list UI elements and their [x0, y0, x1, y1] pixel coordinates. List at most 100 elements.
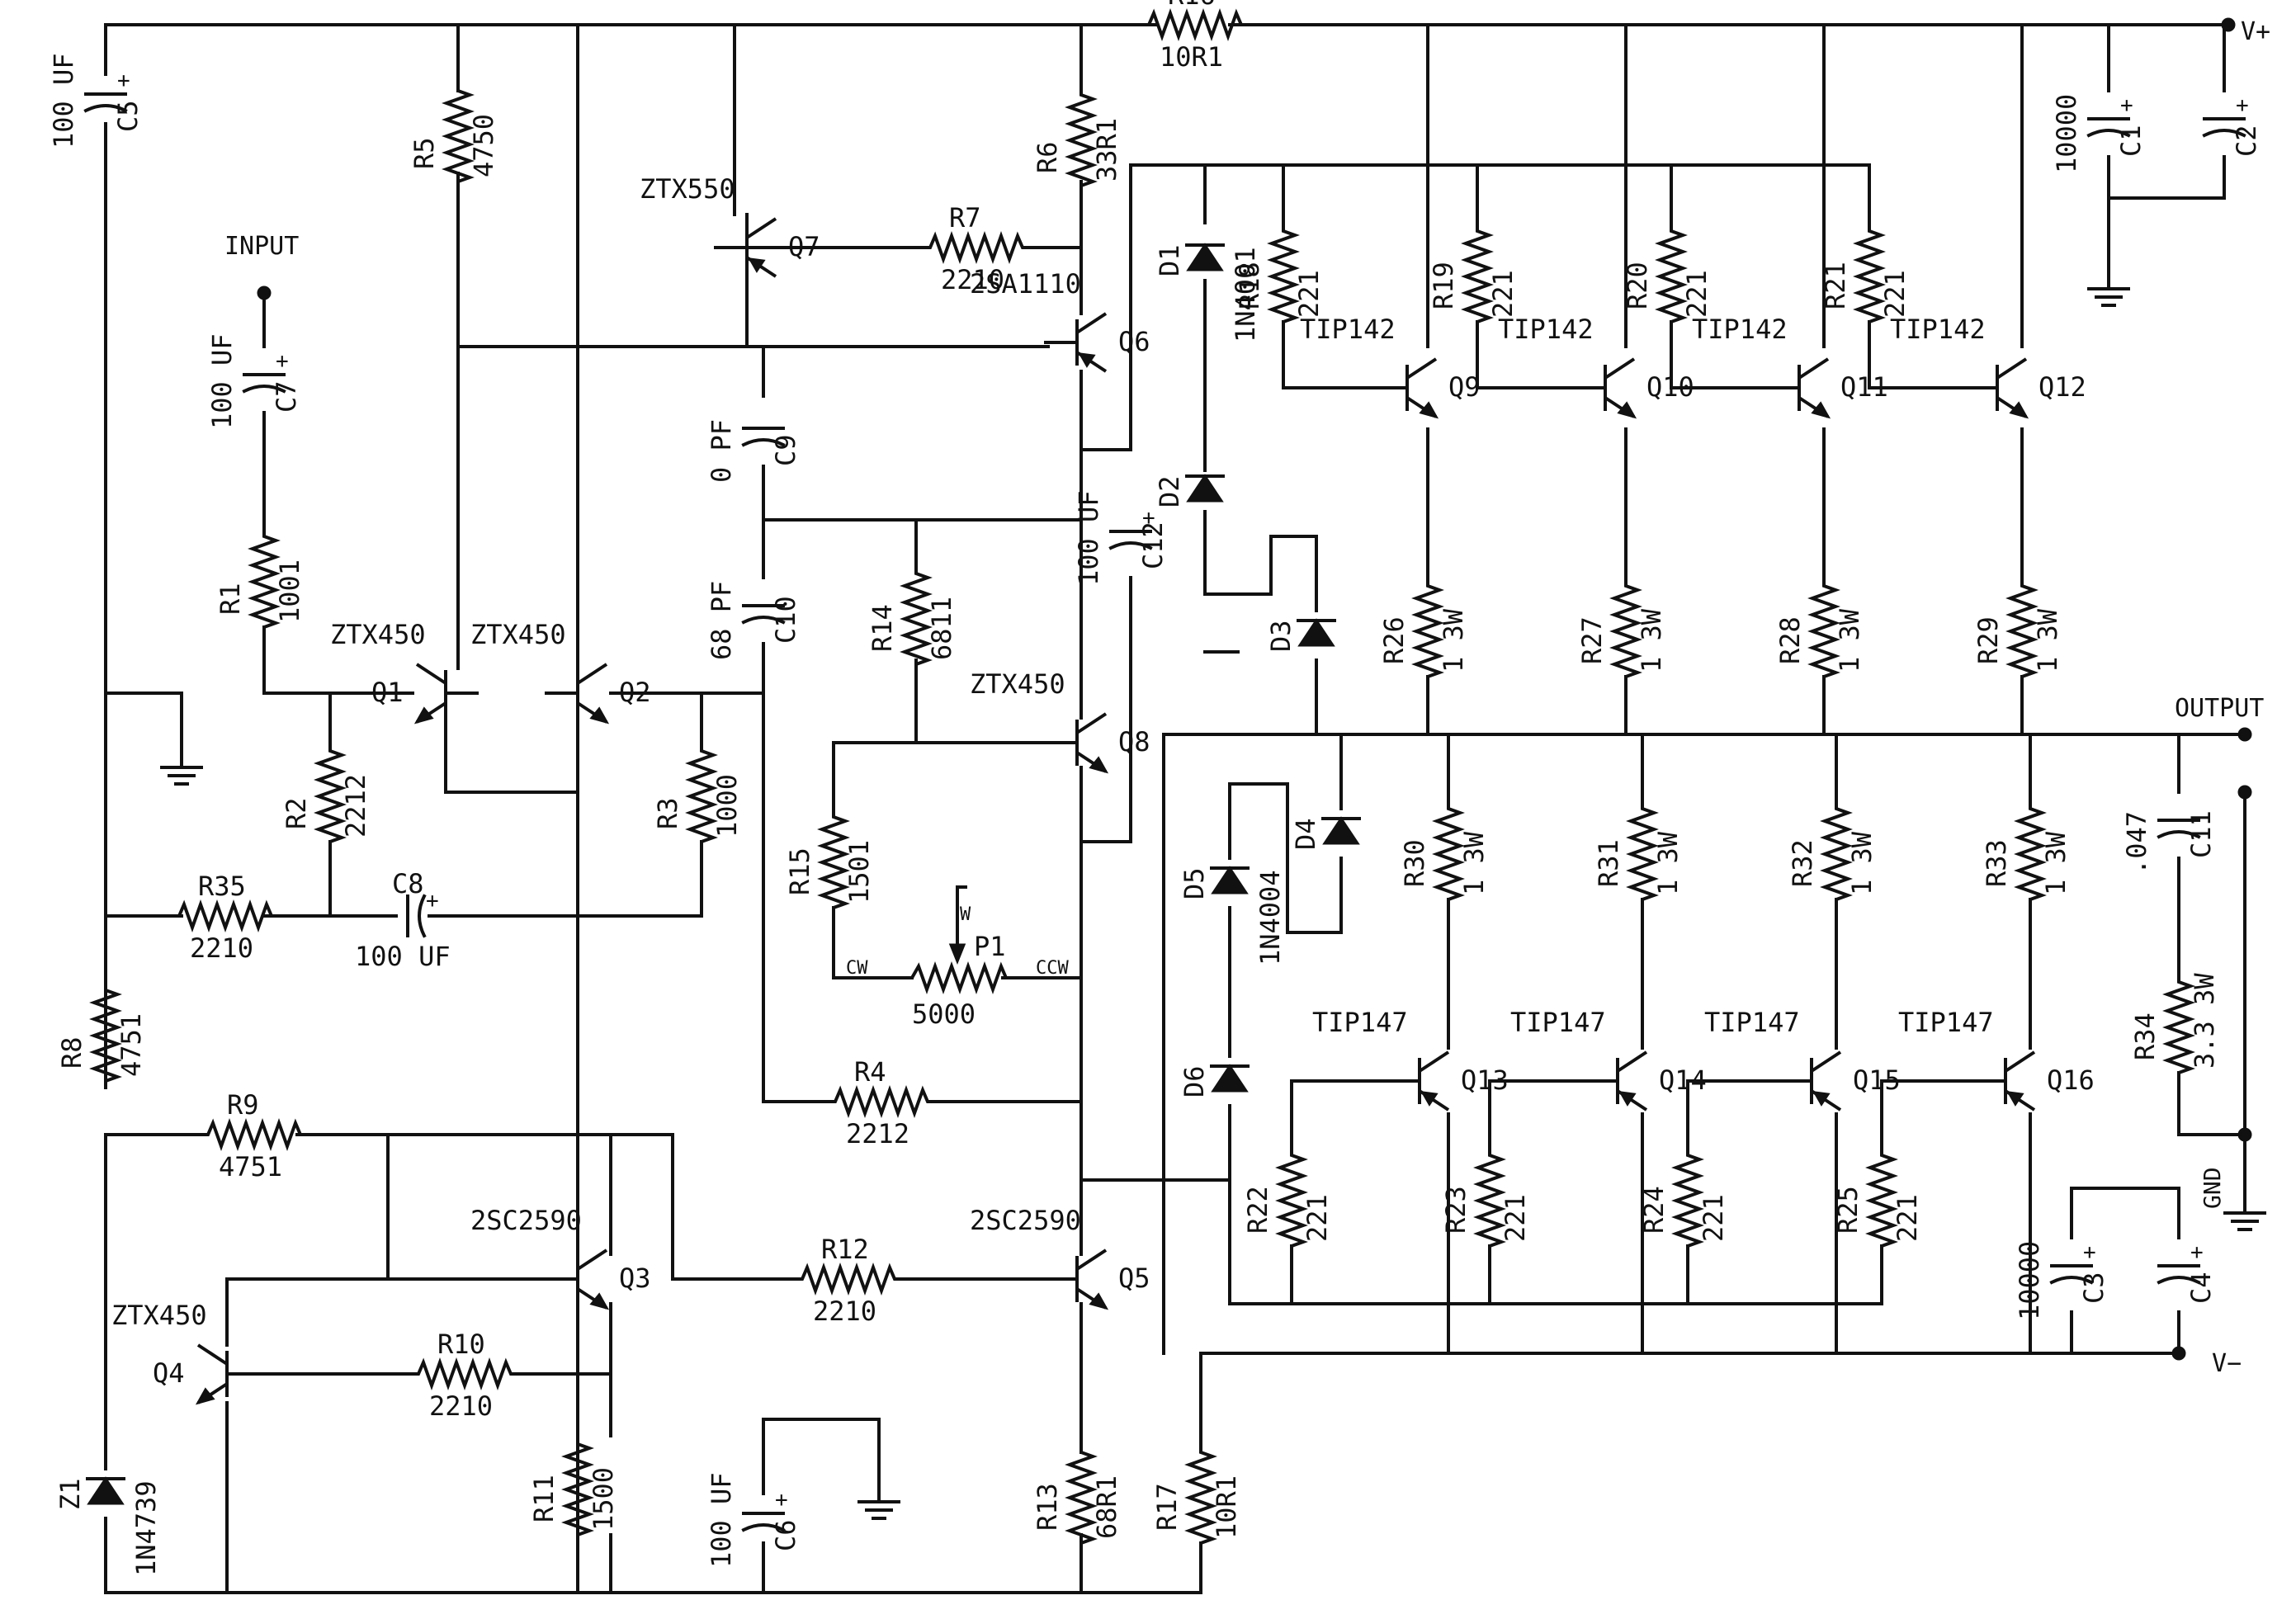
- components: R11001R22212R31000R352210R54750R633R1R16…: [48, 0, 2266, 1576]
- resistor-ref: R19: [1428, 262, 1459, 309]
- transistor-ref: Q14: [1659, 1064, 1707, 1096]
- transistor-ref: Q1: [371, 677, 404, 708]
- resistor-ref: R20: [1622, 262, 1653, 309]
- transistor-ref: Q2: [619, 677, 651, 708]
- resistor-ref: R2: [281, 797, 312, 829]
- diode-d5: D5 1N4004: [1179, 866, 1286, 965]
- resistor-value: 4750: [468, 114, 499, 177]
- transistor-part: ZTX450: [970, 668, 1065, 700]
- diode-ref: D3: [1265, 620, 1297, 652]
- transistor-ref: Q4: [153, 1357, 185, 1389]
- terminal-dot: [2237, 727, 2252, 742]
- pot-ref: P1: [974, 931, 1006, 962]
- diode-ref: Z1: [54, 1478, 86, 1510]
- capacitor-ref: C11: [2185, 810, 2217, 858]
- diode-d6: D6: [1179, 1064, 1250, 1097]
- resistor-value: 6811: [926, 597, 957, 660]
- polarity-mark: +: [117, 68, 130, 93]
- transistor-ref: Q8: [1118, 726, 1150, 758]
- resistor-ref: R14: [867, 604, 898, 652]
- resistor-ref: R35: [198, 871, 246, 902]
- resistor-value: 10R1: [1160, 41, 1223, 73]
- ground-symbol: [2087, 254, 2130, 307]
- resistor-r16: R1610R1: [1139, 0, 1251, 73]
- transistor-ref: Q3: [619, 1263, 651, 1294]
- transistor-part: TIP142: [1890, 314, 1986, 345]
- resistor-ref: R23: [1440, 1186, 1472, 1234]
- capacitor-ref: C10: [770, 596, 801, 644]
- net-label-vplus: V+: [2241, 17, 2270, 46]
- transistor-part: TIP147: [1312, 1007, 1408, 1038]
- resistor-ref: R21: [1820, 262, 1851, 309]
- resistor-value: 221: [1293, 270, 1325, 318]
- resistor-value: 2210: [429, 1390, 493, 1422]
- resistor-ref: R25: [1832, 1186, 1864, 1234]
- resistor-ref: R32: [1787, 839, 1818, 887]
- capacitor-value: .047: [2121, 811, 2152, 875]
- resistor-value: 1 3W: [2032, 608, 2063, 673]
- resistor-value: 2212: [340, 774, 371, 838]
- resistor-value: 2210: [813, 1296, 876, 1327]
- resistor-ref: R5: [409, 137, 440, 169]
- terminal-dot: [2237, 1127, 2252, 1142]
- diode-ref: D5: [1179, 867, 1210, 899]
- capacitor-ref: C7: [271, 380, 302, 413]
- resistor-r2: R2 2212: [281, 743, 371, 850]
- terminal-dot: [2221, 17, 2236, 32]
- resistor-ref: R26: [1378, 616, 1410, 664]
- terminal-dot: [2237, 785, 2252, 800]
- capacitor-value: 68 PF: [706, 581, 737, 660]
- resistor-ref: R33: [1981, 839, 2012, 887]
- resistor-value: 2210: [941, 264, 1004, 295]
- labels: V+ V− OUTPUT INPUT GND P1 5000 W CW CCW: [224, 17, 2270, 1378]
- transistor-ref: Q15: [1853, 1064, 1901, 1096]
- polarity-mark: +: [2083, 1240, 2096, 1265]
- resistor-value: 221: [1892, 1194, 1923, 1242]
- terminal-dot: [257, 286, 272, 300]
- polarity-mark: +: [775, 1488, 788, 1513]
- net-label-output: OUTPUT: [2175, 694, 2264, 723]
- capacitor-ref: C6: [770, 1519, 801, 1551]
- capacitor-value: 100 UF: [1073, 490, 1104, 586]
- transistor-part: ZTX550: [640, 173, 735, 205]
- resistor-ref: R30: [1399, 839, 1430, 887]
- transistor-ref: Q10: [1646, 371, 1694, 403]
- polarity-mark: +: [276, 349, 289, 374]
- resistor-value: 3.3 3W: [2189, 973, 2220, 1069]
- transistor-part: TIP142: [1300, 314, 1396, 345]
- resistor-ref: R17: [1151, 1483, 1183, 1531]
- resistor-value: 1 3W: [1458, 831, 1490, 895]
- transistor-part: TIP142: [1498, 314, 1594, 345]
- resistor-r30: R30 1 3W: [1399, 800, 1490, 908]
- capacitor-value: 100 UF: [206, 333, 238, 429]
- resistor-value: 221: [1698, 1194, 1729, 1242]
- resistor-ref: R8: [56, 1036, 87, 1069]
- ground-symbol: [160, 733, 203, 786]
- resistor-ref: R9: [227, 1089, 259, 1121]
- resistor-ref: R28: [1774, 616, 1806, 664]
- ground-symbol: [857, 1467, 900, 1520]
- capacitor-value: 10000: [2014, 1241, 2045, 1320]
- diode-ref: D2: [1154, 475, 1185, 507]
- transistor-part: 2SA1110: [970, 268, 1081, 300]
- resistor-ref: R11: [528, 1475, 560, 1522]
- polarity-mark: +: [1142, 506, 1155, 531]
- diode-part: 1N4004: [1254, 870, 1286, 965]
